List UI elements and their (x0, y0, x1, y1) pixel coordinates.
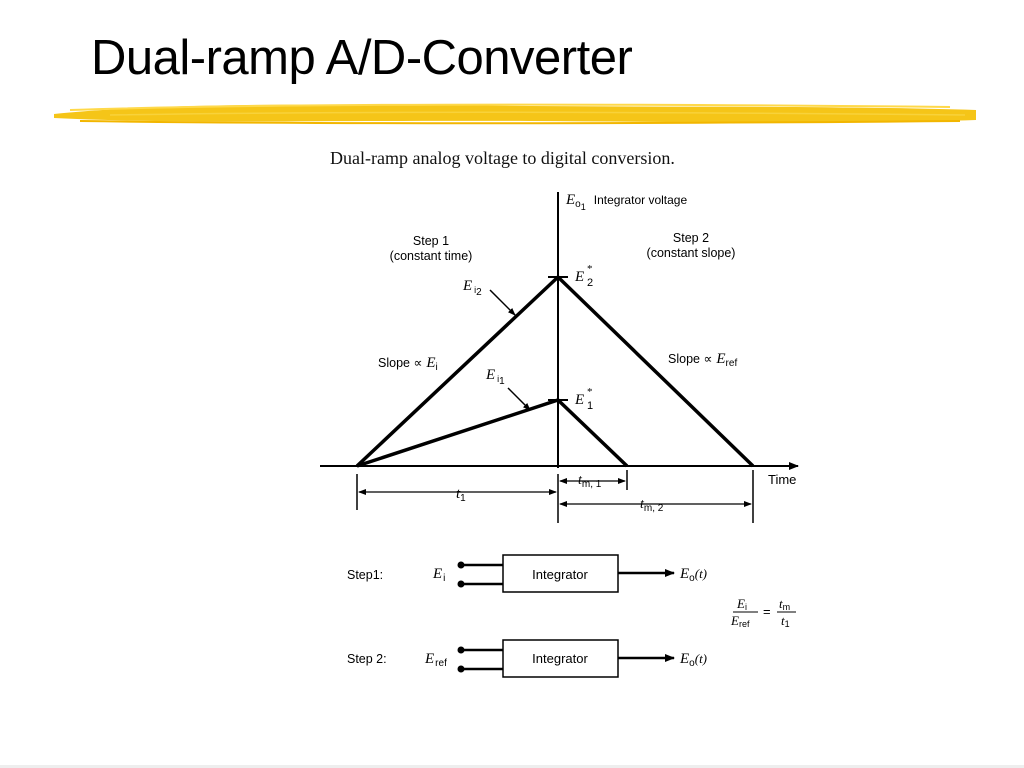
block-step1-input-label: Ei (432, 566, 445, 584)
highlight-stroke-main (54, 104, 976, 123)
step1-title: Step 1 (413, 234, 449, 248)
x-axis-label: Time (768, 472, 796, 487)
step1-subtitle: (constant time) (390, 249, 473, 263)
highlight-stroke-streak (79, 120, 961, 125)
ramp-ei2 (355, 274, 755, 468)
equation-numerator-left: Ei (736, 596, 747, 612)
block-step2-label: Step 2: (347, 652, 387, 666)
t1-label: t1 (456, 486, 466, 504)
pointer-ei1 (507, 387, 531, 411)
e1-star-label: E (574, 392, 584, 408)
tm2-label: tm, 2 (640, 497, 664, 514)
integrator-block-step1-label: Integrator (532, 567, 588, 582)
figure-caption: Dual-ramp analog voltage to digital conv… (330, 148, 675, 168)
equation-equals: = (763, 604, 771, 619)
tm1-label: tm, 1 (578, 473, 602, 490)
highlight-stroke-streak (69, 103, 951, 111)
e1-star-subscript: 1 (587, 400, 593, 412)
slope-step1-label: Slope ∝Ei (378, 355, 438, 373)
slide-title: Dual-ramp A/D-Converter (91, 31, 633, 85)
pointer-ei2 (489, 289, 516, 316)
equation-denominator-right: t1 (781, 613, 790, 629)
step2-subtitle: (constant slope) (647, 246, 736, 260)
bottom-rule (0, 765, 1024, 768)
highlight-stroke-streak (109, 111, 966, 116)
e2-star-superscript: * (587, 263, 593, 275)
block-step2-output-label: Eo(t) (679, 651, 707, 669)
highlight-stroke (54, 103, 976, 125)
block-step1-output-label: Eo(t) (679, 566, 707, 584)
e1-star-superscript: * (587, 386, 593, 398)
e2-star-label: E (574, 269, 584, 285)
equation-numerator-right: tm (779, 596, 790, 612)
step2-title: Step 2 (673, 231, 709, 245)
e2-star-subscript: 2 (587, 277, 593, 289)
slope-step2-label: Slope ∝Eref (668, 351, 737, 369)
equation-denominator-left: Eref (730, 613, 750, 629)
block-step2-input-label: Eref (424, 651, 447, 669)
block-step1-label: Step1: (347, 568, 383, 582)
integrator-block-step2-label: Integrator (532, 651, 588, 666)
